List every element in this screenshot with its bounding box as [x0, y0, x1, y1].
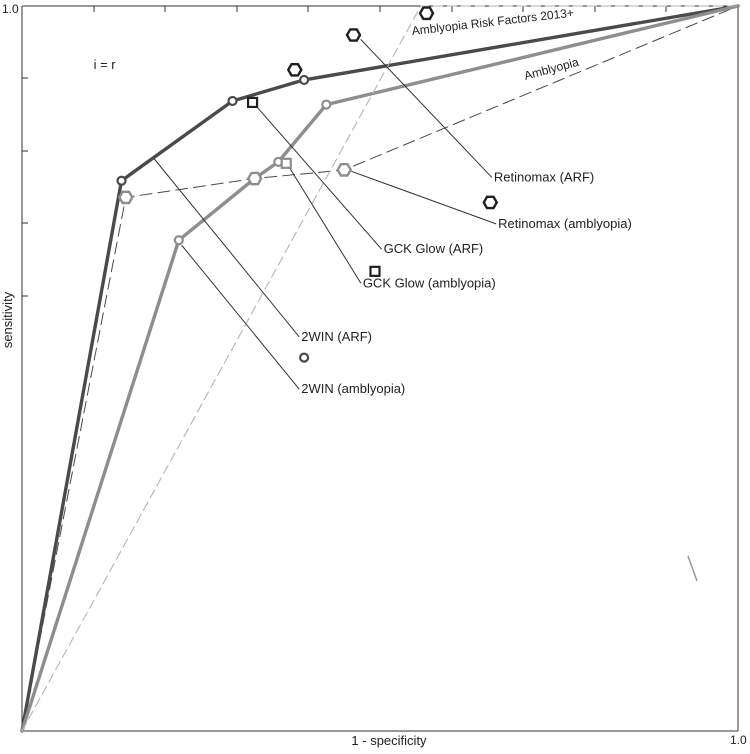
marker-hexagon-11	[482, 195, 499, 210]
annotation-leader-1	[360, 39, 493, 178]
series-line-1	[20, 4, 740, 733]
marker-hexagon-13	[246, 171, 263, 186]
y-tick-label-top: 1.0	[2, 2, 19, 16]
series-layer	[20, 4, 740, 733]
annotation-leader-5	[153, 157, 300, 338]
marker-square-17	[280, 157, 292, 169]
axes	[21, 5, 739, 732]
annotation-label-5: 2WIN (ARF)	[301, 329, 372, 344]
annotation-leader-4	[288, 166, 362, 284]
annotation-label-2: Retinomax (amblyopia)	[498, 216, 632, 231]
annotation-label-1: Retinomax (ARF)	[494, 169, 594, 184]
series-line-3	[20, 4, 740, 733]
annotation-leader-2	[351, 170, 497, 225]
stray-mark	[687, 555, 698, 582]
marker-square-16	[369, 265, 381, 277]
marker-circle-4	[173, 235, 184, 246]
marker-hexagon-10	[418, 6, 435, 21]
marker-circle-7	[299, 352, 310, 363]
x-axis-label: 1 - specificity	[351, 733, 427, 748]
annotation-leader-6	[181, 244, 300, 390]
x-tick-label-right: 1.0	[730, 733, 747, 747]
marker-circle-6	[321, 99, 332, 110]
annotation-label-8: Amblyopia Risk Factors 2013+	[411, 6, 575, 38]
annotation-label-6: 2WIN (amblyopia)	[301, 381, 405, 396]
y-axis-label: sensitivity	[0, 291, 15, 348]
marker-layer	[116, 6, 499, 363]
marker-hexagon-8	[286, 62, 303, 77]
annotation-label-3: GCK Glow (ARF)	[384, 241, 484, 256]
annotation-label-9: Amblyopia	[523, 55, 581, 83]
marker-hexagon-14	[336, 162, 353, 177]
marker-hexagon-12	[117, 190, 134, 205]
leader-layer	[153, 39, 497, 390]
marker-hexagon-9	[345, 28, 362, 42]
annotation-label-7: i = r	[94, 57, 117, 72]
series-line-2	[21, 5, 739, 732]
series-line-4	[21, 5, 739, 732]
marker-square-15	[246, 96, 259, 109]
annotation-leader-3	[255, 105, 382, 250]
marker-circle-3	[299, 74, 310, 86]
marker-circle-1	[116, 175, 127, 186]
marker-circle-2	[227, 95, 238, 107]
annotation-label-4: GCK Glow (amblyopia)	[363, 275, 496, 290]
